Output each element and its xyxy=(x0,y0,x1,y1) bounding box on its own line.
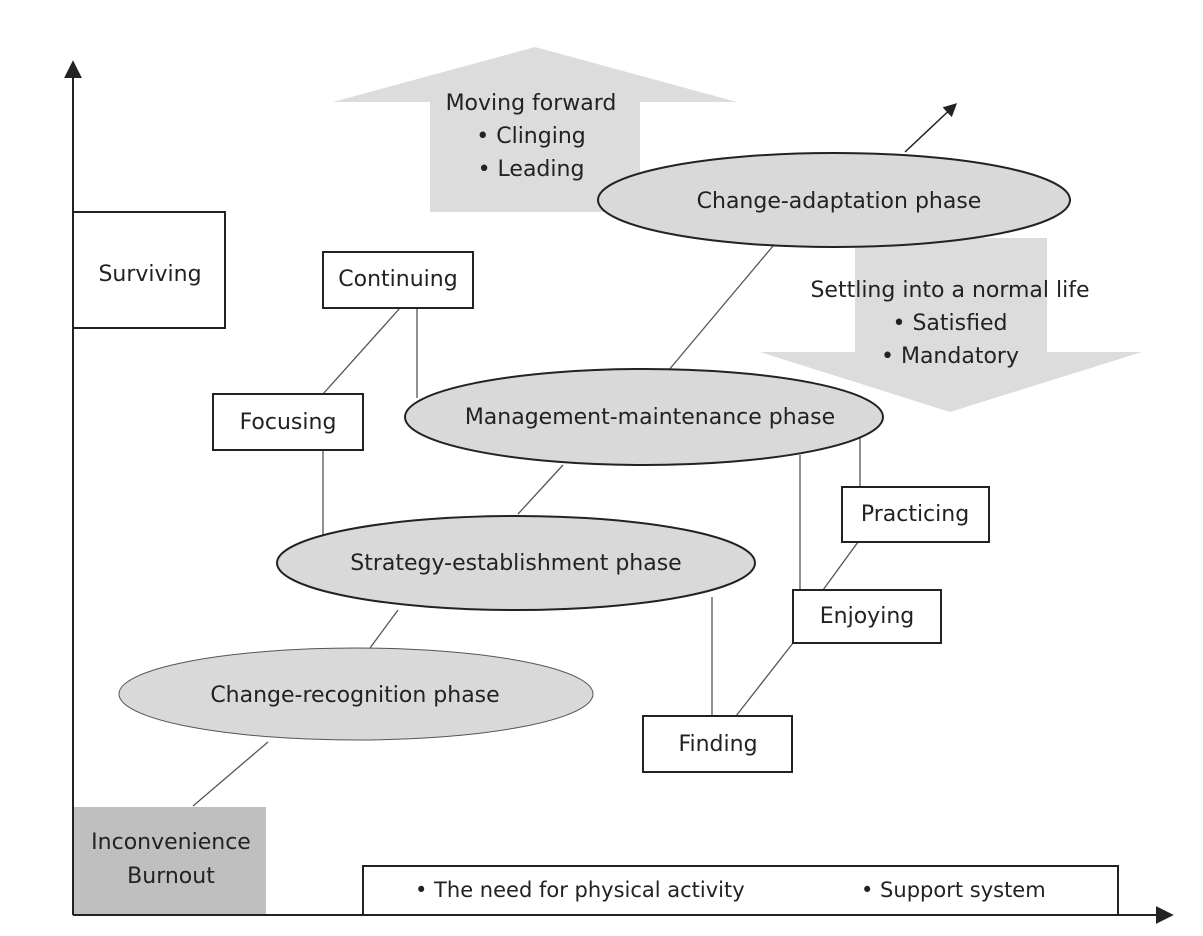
progress-diagonal-arrow xyxy=(904,103,957,153)
moving-forward-title: Moving forward xyxy=(446,91,617,116)
moving-forward-item-leading: • Leading xyxy=(478,157,585,182)
surviving-box xyxy=(72,211,226,329)
settling-title: Settling into a normal life xyxy=(810,278,1089,303)
strategy-establishment-label: Strategy-establishment phase xyxy=(350,551,681,576)
moving-forward-up-arrow xyxy=(333,47,737,212)
settling-down-arrow xyxy=(760,238,1142,412)
enjoying-box xyxy=(792,589,942,644)
management-maintenance-label: Management-maintenance phase xyxy=(465,405,835,430)
continuing-box xyxy=(322,251,474,309)
enjoying-label: Enjoying xyxy=(820,604,914,629)
strategy-establishment-ellipse xyxy=(276,515,756,611)
finding-label: Finding xyxy=(678,732,757,757)
progress-diagonal-4 xyxy=(667,245,774,372)
focusing-label: Focusing xyxy=(240,410,337,435)
continuing-label: Continuing xyxy=(338,267,457,292)
focusing-box xyxy=(212,393,364,451)
surviving-label: Surviving xyxy=(98,262,201,287)
change-adaptation-ellipse xyxy=(597,152,1071,248)
settling-item-mandatory: • Mandatory xyxy=(881,344,1019,369)
burnout-label: Burnout xyxy=(127,864,215,889)
factors-box xyxy=(362,865,1119,916)
change-adaptation-label: Change-adaptation phase xyxy=(697,189,982,214)
change-recognition-label: Change-recognition phase xyxy=(210,683,499,708)
connector-focusing-continuing xyxy=(322,307,401,395)
progress-diagonal-2 xyxy=(369,609,399,649)
progress-diagonal-3 xyxy=(517,464,564,515)
inconvenience-label: Inconvenience xyxy=(91,830,251,855)
factor-support-system: • Support system xyxy=(861,878,1046,902)
factor-physical-activity: • The need for physical activity xyxy=(415,878,745,902)
settling-item-satisfied: • Satisfied xyxy=(893,311,1008,336)
progress-diagonal-1 xyxy=(192,741,269,807)
connector-finding-enjoying xyxy=(735,642,794,717)
inconvenience-burnout-box xyxy=(74,807,266,914)
finding-box xyxy=(642,715,793,773)
connector-enjoying-practicing xyxy=(822,541,859,591)
moving-forward-item-clinging: • Clinging xyxy=(476,124,585,149)
practicing-label: Practicing xyxy=(861,502,969,527)
change-recognition-ellipse xyxy=(118,647,594,741)
practicing-box xyxy=(841,486,990,543)
management-maintenance-ellipse xyxy=(404,368,884,466)
